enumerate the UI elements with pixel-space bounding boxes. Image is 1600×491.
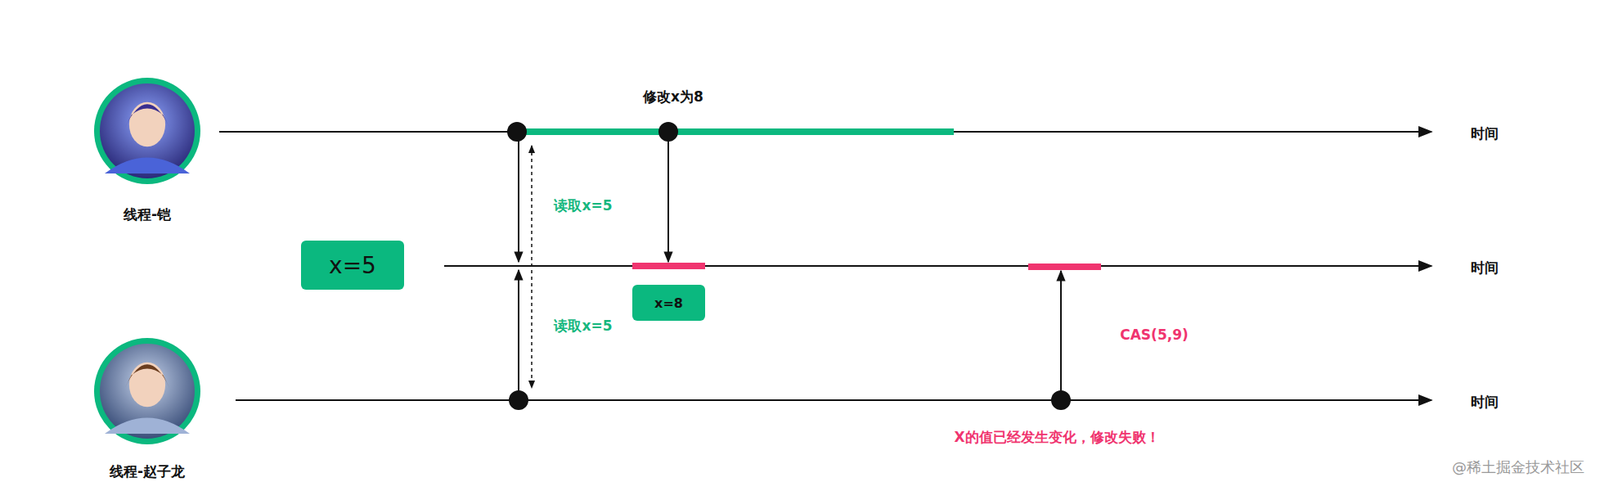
write-bar: [632, 262, 706, 270]
thread-name: 线程-赵子龙: [109, 462, 185, 481]
value-box: x=5: [301, 240, 405, 290]
watermark: @稀土掘金技术社区: [1451, 457, 1585, 477]
avatar-face: [129, 362, 166, 408]
cas-bar: [1028, 263, 1102, 270]
avatar-armor: [104, 157, 190, 175]
event-dot: [507, 121, 527, 142]
cas-arrow: [1060, 270, 1062, 400]
thread-avatar: 线程-赵子龙: [92, 336, 203, 481]
read-dotted-arrow: [530, 145, 533, 388]
avatar-ring: [94, 77, 201, 185]
time-axis: [219, 130, 1432, 133]
avatar-hair: [125, 103, 171, 128]
read-arrow: [517, 269, 520, 395]
value-text: x=5: [328, 251, 377, 279]
axis-label: 时间: [1470, 392, 1499, 412]
note-label: 修改x为8: [642, 87, 704, 107]
thread-name: 线程-铠: [123, 205, 171, 225]
avatar-face: [129, 102, 166, 148]
write-arrow: [667, 131, 670, 262]
avatar-hair: [125, 364, 171, 388]
time-axis: [444, 265, 1432, 267]
note-label: 读取x=5: [553, 316, 612, 336]
avatar-picture: [92, 336, 203, 446]
note-label: X的值已经发生变化，修改失败！: [953, 427, 1160, 447]
time-axis: [235, 399, 1432, 401]
note-label: CAS(5,9): [1119, 326, 1189, 343]
event-dot: [508, 390, 529, 410]
avatar-picture: [92, 76, 203, 186]
avatar-portrait: [99, 343, 195, 439]
axis-label: 时间: [1470, 124, 1499, 144]
event-dot: [1051, 390, 1071, 410]
avatar-portrait: [99, 83, 195, 179]
event-dot: [658, 121, 679, 142]
axis-label: 时间: [1470, 258, 1499, 278]
thread-avatar: 线程-铠: [92, 76, 203, 225]
busy-bar: [516, 128, 954, 135]
value-text: x=8: [654, 295, 684, 311]
value-box: x=8: [632, 284, 706, 321]
note-label: 读取x=5: [553, 196, 612, 216]
avatar-ring: [94, 337, 201, 445]
avatar-armor: [104, 417, 190, 435]
read-arrow: [517, 137, 520, 262]
